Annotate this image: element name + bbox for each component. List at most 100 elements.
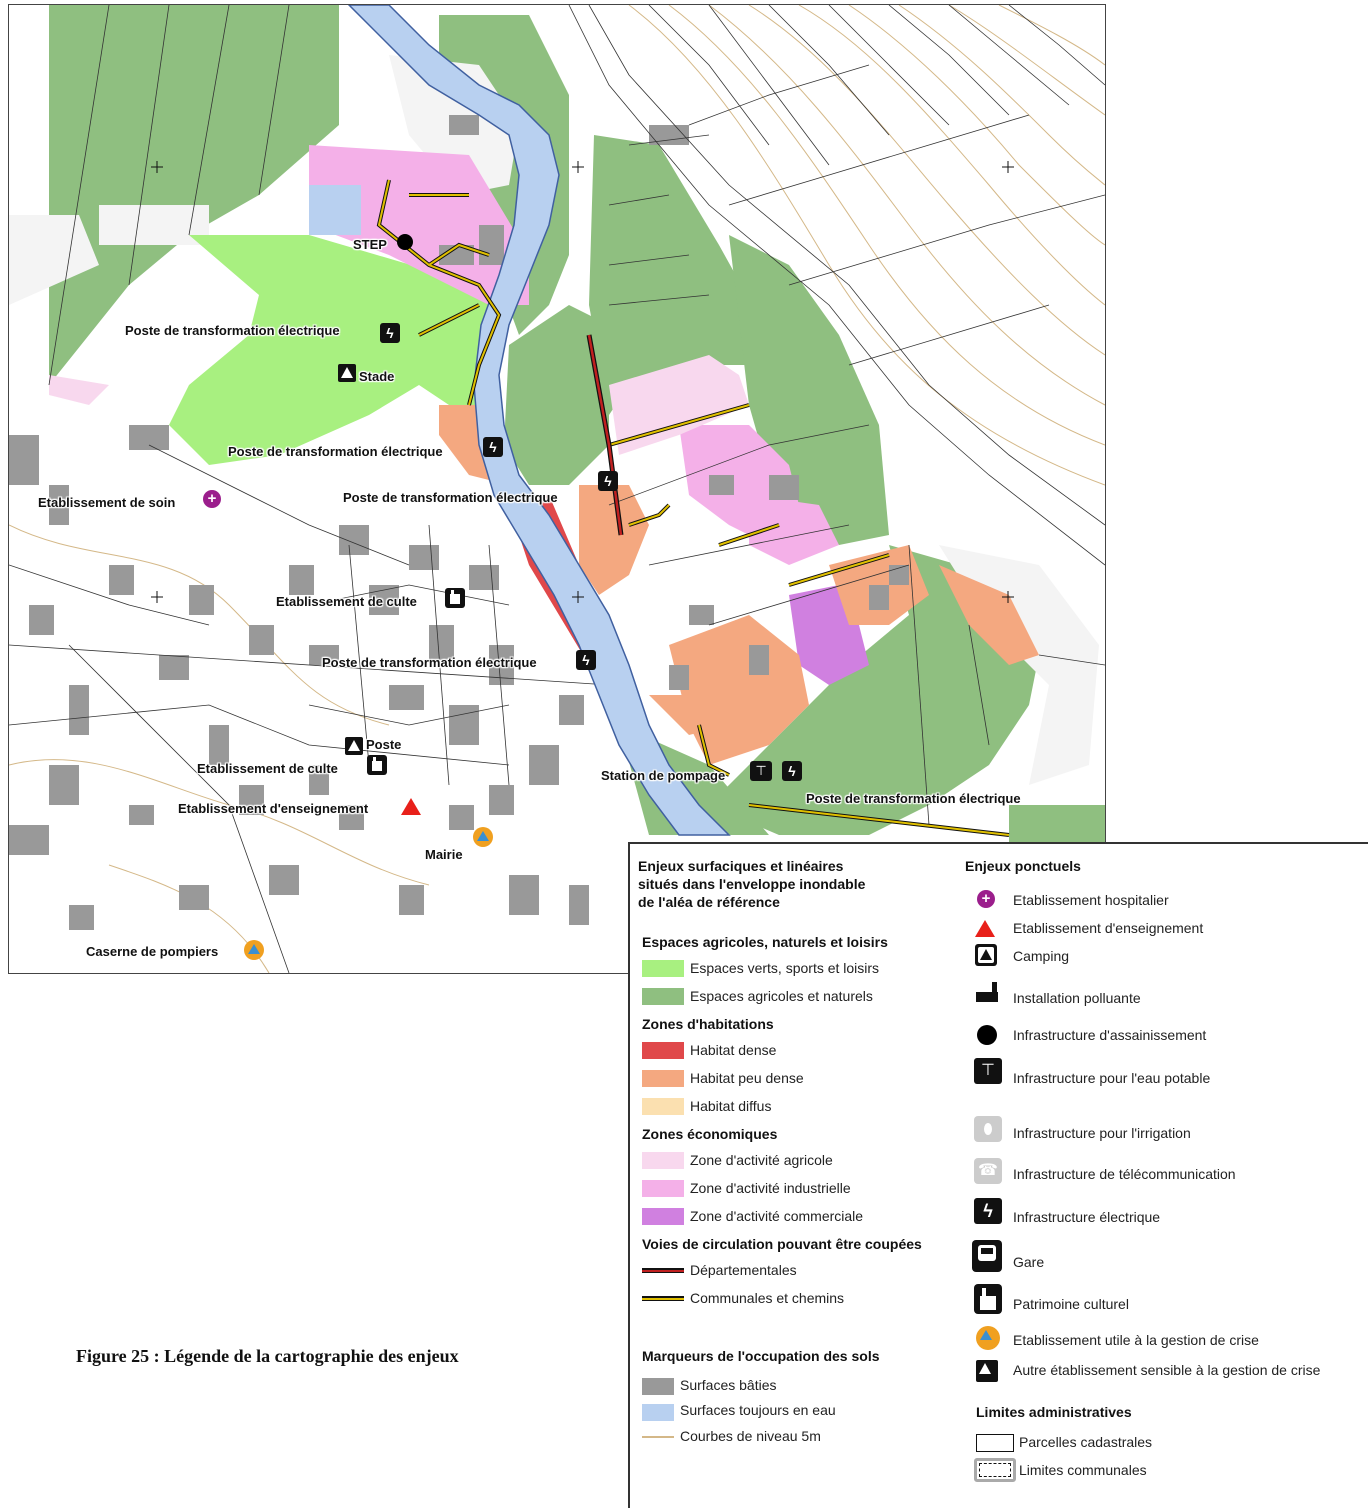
item-verts: Espaces verts, sports et loisirs [690, 960, 880, 976]
water-tap-icon: ⊤ [750, 761, 772, 781]
legend-title-line2: situés dans l'enveloppe inondable [638, 876, 866, 892]
map-legend: Enjeux surfaciques et linéaires situés d… [628, 842, 1368, 1508]
item-comm: Zone d'activité commerciale [690, 1208, 864, 1224]
label-poste-1: Poste de transformation électrique [125, 323, 340, 338]
line-communal-outline [642, 1296, 684, 1301]
group-economiques: Zones économiques [642, 1126, 778, 1142]
figure-caption: Figure 25 : Légende de la cartographie d… [76, 1346, 459, 1366]
label-pompage: Station de pompage [601, 768, 726, 783]
church-icon [367, 755, 387, 775]
item-indus: Zone d'activité industrielle [690, 1180, 851, 1196]
school-icon [975, 920, 995, 937]
item-agricoles: Espaces agricoles et naturels [690, 988, 873, 1004]
label-mairie: Mairie [425, 847, 463, 862]
sanitation-icon [397, 234, 413, 250]
label-enseignement: Etablissement d'enseignement [178, 801, 369, 816]
electric-icon: ϟ [576, 650, 596, 670]
swatch-agri [642, 1152, 684, 1169]
item-irrigation: Infrastructure pour l'irrigation [1013, 1125, 1191, 1141]
sanitation-icon [977, 1025, 997, 1045]
train-icon [972, 1240, 1002, 1272]
factory-icon [976, 982, 998, 1002]
group-espaces: Espaces agricoles, naturels et loisirs [642, 934, 888, 950]
electric-icon: ϟ [598, 471, 618, 491]
label-caserne: Caserne de pompiers [86, 944, 219, 959]
swatch-green-dark [642, 988, 684, 1005]
label-poste-3: Poste de transformation électrique [343, 490, 558, 505]
electric-icon: ϟ [782, 761, 802, 781]
item-agri: Zone d'activité agricole [690, 1152, 833, 1168]
legend-title-line3: de l'aléa de référence [638, 894, 780, 910]
departmental-road [587, 334, 623, 536]
church-icon [445, 588, 465, 608]
item-diffus: Habitat diffus [690, 1098, 772, 1114]
swatch-baties [642, 1378, 674, 1395]
hospital-icon: + [977, 890, 995, 908]
irrigation-icon [974, 1116, 1002, 1142]
electric-icon: ϟ [483, 437, 503, 457]
item-courbes: Courbes de niveau 5m [680, 1428, 821, 1444]
label-stade: Stade [359, 369, 395, 384]
communal-roads [377, 179, 1010, 836]
hospital-icon: + [203, 490, 221, 508]
sensitive-site-icon [338, 364, 356, 382]
item-dep: Départementales [690, 1262, 797, 1278]
label-poste-2: Poste de transformation électrique [228, 444, 443, 459]
legend-title-line1: Enjeux surfaciques et linéaires [638, 858, 844, 874]
item-communales-lim: Limites communales [1019, 1462, 1147, 1478]
crisis-site-icon [976, 1326, 1000, 1350]
school-icon [401, 798, 421, 815]
crisis-site-icon [473, 827, 493, 847]
item-crise: Etablissement utile à la gestion de cris… [1013, 1332, 1259, 1348]
item-parcelles: Parcelles cadastrales [1019, 1434, 1153, 1450]
flood-stakes-map: STEP Poste de transformation électrique … [8, 4, 1106, 974]
water-tap-icon: ⊤ [974, 1058, 1002, 1084]
label-step: STEP [353, 237, 387, 252]
map-canvas [9, 5, 1105, 973]
item-autre: Autre établissement sensible à la gestio… [1013, 1362, 1321, 1378]
electric-icon: ϟ [974, 1198, 1002, 1224]
swatch-comm [642, 1208, 684, 1225]
swatch-eau [642, 1404, 674, 1421]
item-telecom: Infrastructure de télécommunication [1013, 1166, 1236, 1182]
sensitive-site-icon [345, 737, 363, 755]
line-contour [642, 1436, 674, 1438]
river [347, 5, 731, 836]
group-marqueurs: Marqueurs de l'occupation des sols [642, 1348, 880, 1364]
item-patrimoine: Patrimoine culturel [1013, 1296, 1129, 1312]
group-voies: Voies de circulation pouvant être coupée… [642, 1236, 922, 1252]
group-habitations: Zones d'habitations [642, 1016, 774, 1032]
item-ens: Etablissement d'enseignement [1013, 920, 1204, 936]
label-poste-5: Poste de transformation électrique [806, 791, 1021, 806]
item-camping: Camping [1013, 948, 1070, 964]
swatch-peu-dense [642, 1070, 684, 1087]
swatch-green-light [642, 960, 684, 977]
item-eau-potable: Infrastructure pour l'eau potable [1013, 1070, 1211, 1086]
parcel-swatch [976, 1434, 1014, 1452]
item-communales: Communales et chemins [690, 1290, 845, 1306]
cadastral-lines [9, 5, 1105, 973]
heritage-icon [974, 1284, 1002, 1314]
item-hosp: Etablissement hospitalier [1013, 892, 1169, 908]
electric-icon: ϟ [380, 323, 400, 343]
label-poste-4: Poste de transformation électrique [322, 655, 537, 670]
water-basin [309, 185, 361, 235]
agri-activity-zones [49, 355, 749, 455]
title-ponctuels: Enjeux ponctuels [965, 858, 1081, 874]
item-gare: Gare [1013, 1254, 1045, 1270]
label-culte-2: Etablissement de culte [197, 761, 338, 776]
label-soin: Etablissement de soin [38, 495, 176, 510]
phone-icon: ☎ [974, 1158, 1002, 1184]
grid-crosses [151, 161, 1014, 603]
item-eau: Surfaces toujours en eau [680, 1402, 836, 1418]
crisis-site-icon [244, 940, 264, 960]
item-dense: Habitat dense [690, 1042, 777, 1058]
title-limites: Limites administratives [976, 1404, 1132, 1420]
item-peu-dense: Habitat peu dense [690, 1070, 804, 1086]
swatch-dense [642, 1042, 684, 1059]
swatch-diffus [642, 1098, 684, 1115]
item-polluante: Installation polluante [1013, 990, 1141, 1006]
commune-limit-swatch [974, 1458, 1016, 1482]
label-poste: Poste [366, 737, 402, 752]
line-dep-outline [642, 1268, 684, 1273]
